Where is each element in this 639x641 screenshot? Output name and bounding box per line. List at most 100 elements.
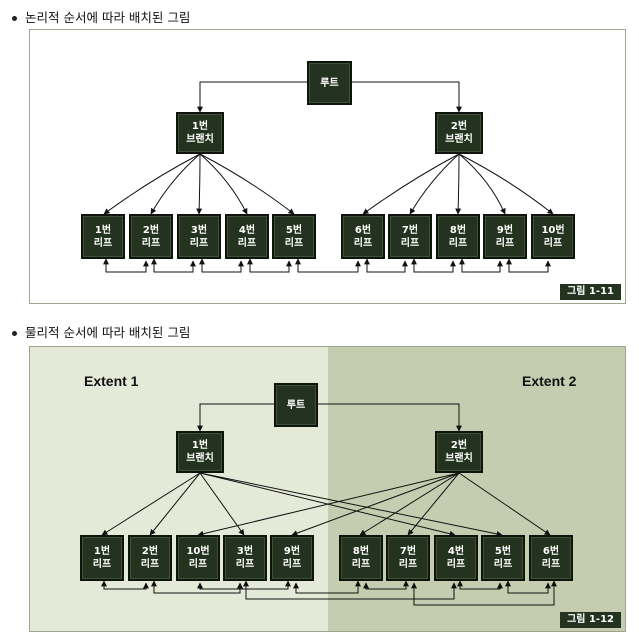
leaf-link-6-7 bbox=[411, 580, 557, 606]
root-label: 루트 bbox=[286, 399, 306, 411]
leaf-link-5-6 bbox=[505, 580, 551, 594]
edge-branch2-leaf8 bbox=[455, 153, 462, 215]
leaf-label-line1: 4번 bbox=[447, 546, 465, 557]
leaf-label-line2: 리프 bbox=[92, 559, 112, 570]
leaf-label-line1: 6번 bbox=[354, 224, 372, 236]
edge-branch2-leaf7 bbox=[409, 153, 460, 215]
edge-branch2-leaf6 bbox=[362, 153, 460, 215]
leaf-label-line1: 6번 bbox=[542, 546, 560, 557]
leaf-label-line2: 리프 bbox=[235, 559, 255, 570]
leaf-link-9-10 bbox=[197, 580, 291, 590]
leaf-label-line1: 5번 bbox=[285, 224, 303, 236]
leaf-label-line1: 10번 bbox=[541, 224, 565, 236]
leaf-label-line1: 9번 bbox=[283, 546, 301, 557]
edge-branch2-leaf10 bbox=[458, 153, 554, 215]
leaf-label-line1: 7번 bbox=[399, 546, 417, 557]
section-title-text: 논리적 순서에 따라 배치된 그림 bbox=[25, 10, 191, 25]
branch-node-1: 1번 브랜치 bbox=[176, 112, 224, 154]
leaf-link-9-10 bbox=[506, 258, 551, 273]
leaf-link-5-6 bbox=[295, 258, 361, 273]
leaf-label-line2: 리프 bbox=[493, 559, 513, 570]
leaf-label-line2: 리프 bbox=[237, 237, 257, 249]
edge-branch1-leaf3 bbox=[196, 153, 203, 215]
leaf-label-line2: 리프 bbox=[188, 559, 208, 570]
section-title-text: 물리적 순서에 따라 배치된 그림 bbox=[25, 325, 191, 340]
tree-edges bbox=[103, 81, 554, 273]
branch-label-line2: 브랜치 bbox=[445, 134, 473, 145]
branch-node-1: 1번 브랜치 bbox=[176, 431, 224, 473]
leaf-link-8-9 bbox=[459, 258, 503, 273]
edge-root-branch2 bbox=[318, 403, 462, 432]
bullet-icon bbox=[12, 15, 17, 21]
leaf-link-2-3 bbox=[151, 258, 196, 273]
leaf-link-8-9 bbox=[293, 580, 361, 594]
figure-caption: 그림 1-11 bbox=[560, 284, 621, 300]
edge-branch1-leaf2 bbox=[149, 472, 201, 536]
leaf-link-6-7 bbox=[364, 258, 408, 273]
root-node: 루트 bbox=[307, 61, 352, 105]
logical-order-diagram: 루트 1번 브랜치 2번 브랜치 1번 리프 2번 리프 3번 리프 4번 리프… bbox=[29, 29, 626, 304]
leaf-label-line2: 리프 bbox=[141, 237, 161, 249]
edge-branch2-leaf9 bbox=[458, 153, 506, 215]
root-node: 루트 bbox=[274, 383, 318, 427]
branch-label-line2: 브랜치 bbox=[186, 453, 214, 464]
leaf-label-line1: 2번 bbox=[142, 224, 160, 236]
leaf-node-9: 9번 리프 bbox=[483, 214, 527, 259]
leaf-label-line2: 리프 bbox=[398, 559, 418, 570]
leaf-link-7-8 bbox=[411, 258, 456, 273]
leaf-link-3-4 bbox=[243, 580, 457, 600]
leaf-node-2: 2번 리프 bbox=[129, 214, 173, 259]
leaf-label-line1: 1번 bbox=[94, 224, 112, 236]
leaf-label-line2: 리프 bbox=[140, 559, 160, 570]
leaf-node-1: 1번 리프 bbox=[81, 214, 125, 259]
edge-branch1-leaf1 bbox=[103, 153, 201, 215]
branch-label-line1: 1번 bbox=[191, 440, 209, 451]
leaf-label-line2: 리프 bbox=[353, 237, 373, 249]
edge-root-branch1 bbox=[197, 403, 274, 432]
leaf-node-10: 10번 리프 bbox=[531, 214, 575, 259]
leaf-node-6: 6번 리프 bbox=[341, 214, 385, 259]
leaf-label-line1: 8번 bbox=[449, 224, 467, 236]
leaf-label-line1: 5번 bbox=[494, 546, 512, 557]
leaf-label-line2: 리프 bbox=[93, 237, 113, 249]
leaf-node-2: 2번 리프 bbox=[128, 535, 172, 581]
leaf-node-7: 7번 리프 bbox=[386, 535, 430, 581]
leaf-label-line1: 3번 bbox=[236, 546, 254, 557]
branch-node-2: 2번 브랜치 bbox=[435, 112, 483, 154]
edge-branch2-leaf10 bbox=[197, 472, 460, 537]
leaf-link-3-4 bbox=[199, 258, 244, 273]
leaf-label-line2: 리프 bbox=[284, 237, 304, 249]
leaf-node-9: 9번 리프 bbox=[270, 535, 314, 581]
leaf-link-7-8 bbox=[363, 580, 409, 590]
edge-branch1-leaf2 bbox=[150, 153, 201, 215]
branch-label-line2: 브랜치 bbox=[445, 453, 473, 464]
leaf-label-line2: 리프 bbox=[400, 237, 420, 249]
branch-label-line2: 브랜치 bbox=[186, 134, 214, 145]
branch-label-line1: 2번 bbox=[450, 121, 468, 132]
edge-branch1-leaf5 bbox=[199, 472, 503, 537]
leaf-link-4-5 bbox=[247, 258, 292, 273]
leaf-node-5: 5번 리프 bbox=[481, 535, 525, 581]
tree-edges bbox=[101, 403, 557, 606]
leaf-label-line2: 리프 bbox=[543, 237, 563, 249]
leaf-label-line2: 리프 bbox=[448, 237, 468, 249]
extent-2-label: Extent 2 bbox=[522, 373, 577, 389]
figure-caption: 그림 1-12 bbox=[560, 612, 621, 628]
leaf-node-4: 4번 리프 bbox=[225, 214, 269, 259]
section-title-logical: 논리적 순서에 따라 배치된 그림 bbox=[12, 10, 190, 26]
branch-node-2: 2번 브랜치 bbox=[435, 431, 483, 473]
edge-branch1-leaf3 bbox=[199, 472, 245, 536]
leaf-node-8: 8번 리프 bbox=[436, 214, 480, 259]
leaf-node-5: 5번 리프 bbox=[272, 214, 316, 259]
leaf-link-1-2 bbox=[103, 258, 149, 273]
leaf-node-1: 1번 리프 bbox=[80, 535, 124, 581]
leaf-label-line1: 8번 bbox=[352, 546, 370, 557]
leaf-label-line1: 7번 bbox=[401, 224, 419, 236]
edge-root-branch2 bbox=[352, 81, 462, 113]
section-title-physical: 물리적 순서에 따라 배치된 그림 bbox=[12, 325, 190, 341]
leaf-node-8: 8번 리프 bbox=[339, 535, 383, 581]
edge-root-branch1 bbox=[197, 81, 307, 113]
leaf-node-10: 10번 리프 bbox=[176, 535, 220, 581]
leaf-label-line1: 10번 bbox=[186, 546, 210, 557]
root-label: 루트 bbox=[320, 77, 339, 89]
